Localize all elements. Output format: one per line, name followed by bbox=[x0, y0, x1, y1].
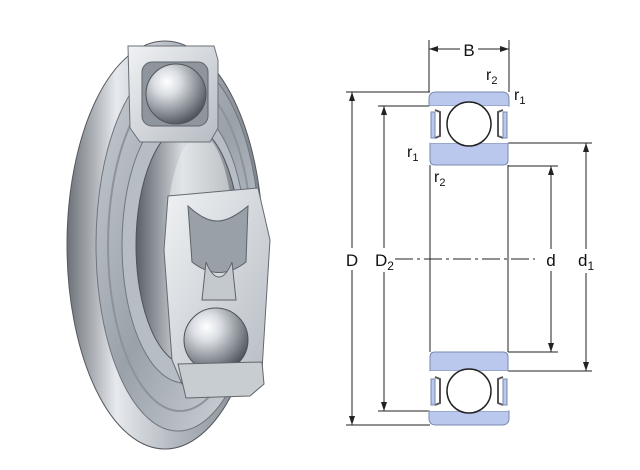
chamfer-r1-top-label: r1 bbox=[514, 87, 525, 107]
cage-bridge bbox=[201, 261, 237, 301]
dim-d1-arrow-top bbox=[583, 143, 589, 152]
dim-D-arrow-top bbox=[349, 92, 355, 101]
dim-d1-label: d1 bbox=[578, 251, 594, 273]
top-shield-right bbox=[497, 109, 504, 139]
top-shield-left bbox=[434, 109, 441, 139]
dim-d-arrow-bottom bbox=[548, 343, 554, 352]
top-seal-left bbox=[430, 111, 436, 139]
dim-d-label: d bbox=[546, 251, 555, 270]
cage-pocket bbox=[187, 204, 249, 273]
bottom-section bbox=[428, 351, 510, 426]
chamfer-r2-left-label: r2 bbox=[434, 169, 445, 189]
top-outer-ring bbox=[428, 91, 510, 107]
dim-D2-label: D2 bbox=[375, 251, 394, 273]
top-ball bbox=[145, 63, 207, 125]
dim-D-label: D bbox=[346, 251, 358, 270]
top-seal-right bbox=[502, 111, 508, 139]
top-section bbox=[428, 91, 510, 166]
dim-D2-arrow-top bbox=[381, 106, 387, 115]
dim-D2-arrow-bottom bbox=[381, 402, 387, 411]
dimension-drawing: B D D2 d d1 bbox=[343, 40, 602, 426]
chamfer-r1-left-label: r1 bbox=[407, 144, 418, 164]
bottom-seal-left bbox=[430, 378, 436, 406]
dim-d1-arrow-bottom bbox=[583, 362, 589, 371]
bottom-shield-right bbox=[497, 376, 504, 406]
top-inner-ring bbox=[429, 142, 509, 166]
dim-d-arrow-top bbox=[548, 166, 554, 175]
bottom-seal-right bbox=[502, 378, 508, 406]
bottom-inner-ring bbox=[429, 351, 509, 372]
width-label: B bbox=[463, 41, 474, 60]
lower-inner-ring-cut bbox=[177, 361, 265, 399]
width-arrow-left bbox=[429, 46, 438, 52]
top-section-ball bbox=[446, 101, 492, 147]
bearing-render-image bbox=[66, 40, 271, 450]
bottom-shield-left bbox=[434, 376, 441, 406]
chamfer-r2-top-label: r2 bbox=[486, 67, 497, 87]
bottom-outer-ring bbox=[428, 410, 510, 426]
width-arrow-right bbox=[500, 46, 509, 52]
dim-D-arrow-bottom bbox=[349, 416, 355, 425]
bottom-section-ball bbox=[446, 368, 492, 414]
